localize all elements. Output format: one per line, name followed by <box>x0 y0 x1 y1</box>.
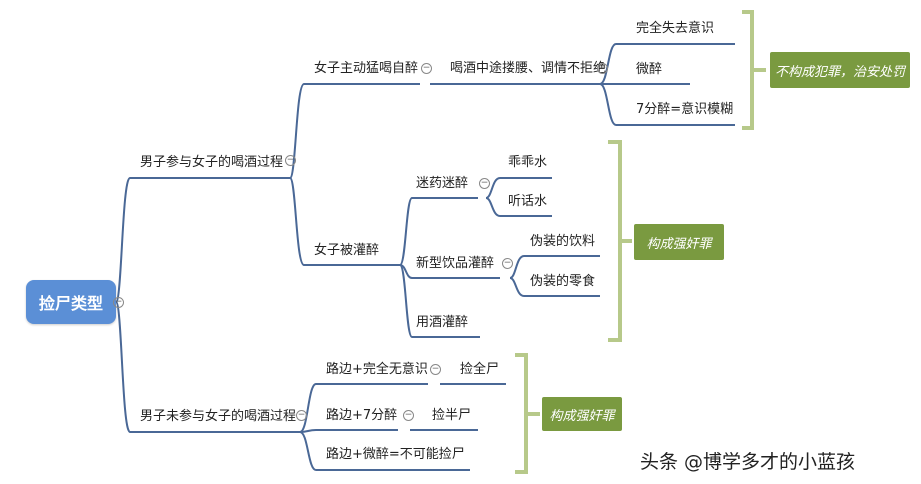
branch2-label: 男子未参与女子的喝酒过程 <box>140 409 297 424</box>
sub1-item: 微醉 <box>636 62 663 77</box>
collapse-icon[interactable]: − <box>285 155 296 166</box>
sub2-label: 女子被灌醉 <box>314 243 380 258</box>
collapse-icon[interactable]: − <box>479 178 490 189</box>
sub1-label: 女子主动猛喝自醉 <box>314 61 419 76</box>
sub1-mid-label: 喝酒中途搂腰、调情不拒绝 <box>450 61 607 76</box>
verdict-no-crime: 不构成犯罪，治安处罚 <box>770 52 910 88</box>
branch2-item: 路边+7分醉 <box>326 408 398 423</box>
group-item: 听话水 <box>508 194 548 209</box>
group-label: 迷药迷醉 <box>416 176 469 191</box>
group-item: 伪装的饮料 <box>530 234 596 249</box>
branch1-label: 男子参与女子的喝酒过程 <box>140 155 284 170</box>
branch2-item: 路边+完全无意识 <box>326 362 428 377</box>
collapse-icon[interactable]: − <box>296 410 307 421</box>
sub1-item: 7分醉=意识模糊 <box>636 102 734 117</box>
group-label: 用酒灌醉 <box>416 315 469 330</box>
group-item: 乖乖水 <box>508 155 548 170</box>
verdict-rape: 构成强奸罪 <box>542 397 622 431</box>
group-label: 新型饮品灌醉 <box>416 256 495 271</box>
branch2-result: 捡全尸 <box>460 362 500 377</box>
group-item: 伪装的零食 <box>530 274 596 289</box>
branch2-item: 路边+微醉=不可能捡尸 <box>326 447 465 462</box>
collapse-icon[interactable]: − <box>421 63 432 74</box>
root-node: 捡尸类型 <box>26 280 116 324</box>
branch2-result: 捡半尸 <box>432 408 472 423</box>
collapse-icon[interactable]: − <box>113 297 124 308</box>
collapse-icon[interactable]: − <box>430 364 441 375</box>
sub1-item: 完全失去意识 <box>636 21 715 36</box>
watermark: 头条 @博学多才的小蓝孩 <box>640 451 856 473</box>
collapse-icon[interactable]: − <box>597 63 608 74</box>
collapse-icon[interactable]: − <box>502 258 513 269</box>
verdict-rape: 构成强奸罪 <box>634 224 724 260</box>
collapse-icon[interactable]: − <box>403 410 414 421</box>
